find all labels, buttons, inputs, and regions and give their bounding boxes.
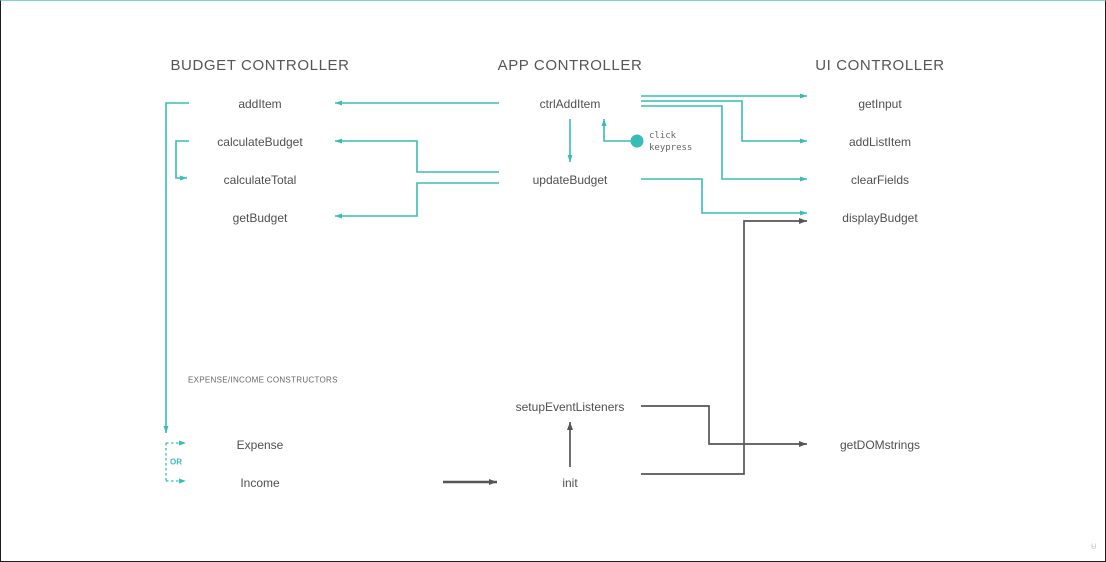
arrow-calculatebudget-to-calculatetotal <box>175 140 189 181</box>
node-calculatetotal: calculateTotal <box>223 173 297 187</box>
event-dot <box>630 134 644 148</box>
node-displaybudget: displayBudget <box>842 211 918 225</box>
ui-controller-header: UI CONTROLLER <box>815 57 945 74</box>
arrow-setup-to-getdomstrings <box>641 405 807 447</box>
node-getinput: getInput <box>858 97 902 111</box>
node-expense: Expense <box>236 438 284 452</box>
arrow-additem-to-constructors <box>163 102 189 433</box>
node-setupeventlisteners: setupEventListeners <box>515 400 625 414</box>
watermark-logo: ᵾ <box>1091 541 1097 552</box>
arrow-init-to-displaybudget <box>641 218 807 475</box>
arrow-event-to-ctrladditem <box>601 119 631 142</box>
node-calculatebudget: calculateBudget <box>217 135 303 149</box>
event-labels: click keypress <box>649 130 692 154</box>
node-updatebudget: updateBudget <box>532 173 608 187</box>
arrow-updatebudget-to-getbudget <box>335 182 499 219</box>
arrow-updatebudget-to-calculatebudget <box>335 138 499 173</box>
arrow-ctrladditem-to-clearfields <box>641 105 807 182</box>
node-addlistitem: addListItem <box>848 135 912 149</box>
node-ctrladditem: ctrlAddItem <box>539 97 601 111</box>
node-clearfields: clearFields <box>850 173 910 187</box>
arrow-updatebudget-to-displaybudget <box>641 178 807 216</box>
node-getbudget: getBudget <box>232 211 288 225</box>
node-income: Income <box>240 476 280 490</box>
or-label: OR <box>170 457 182 467</box>
node-additem: addItem <box>238 97 282 111</box>
node-getdomstrings: getDOMstrings <box>839 438 921 452</box>
node-init: init <box>562 476 578 490</box>
arrow-ctrladditem-to-addlistitem <box>641 100 807 144</box>
budget-controller-header: BUDGET CONTROLLER <box>170 57 350 74</box>
event-click-label: click <box>649 131 677 141</box>
constructors-label: EXPENSE/INCOME CONSTRUCTORS <box>188 375 338 385</box>
app-controller-header: APP CONTROLLER <box>497 57 643 74</box>
event-keypress-label: keypress <box>649 143 693 153</box>
